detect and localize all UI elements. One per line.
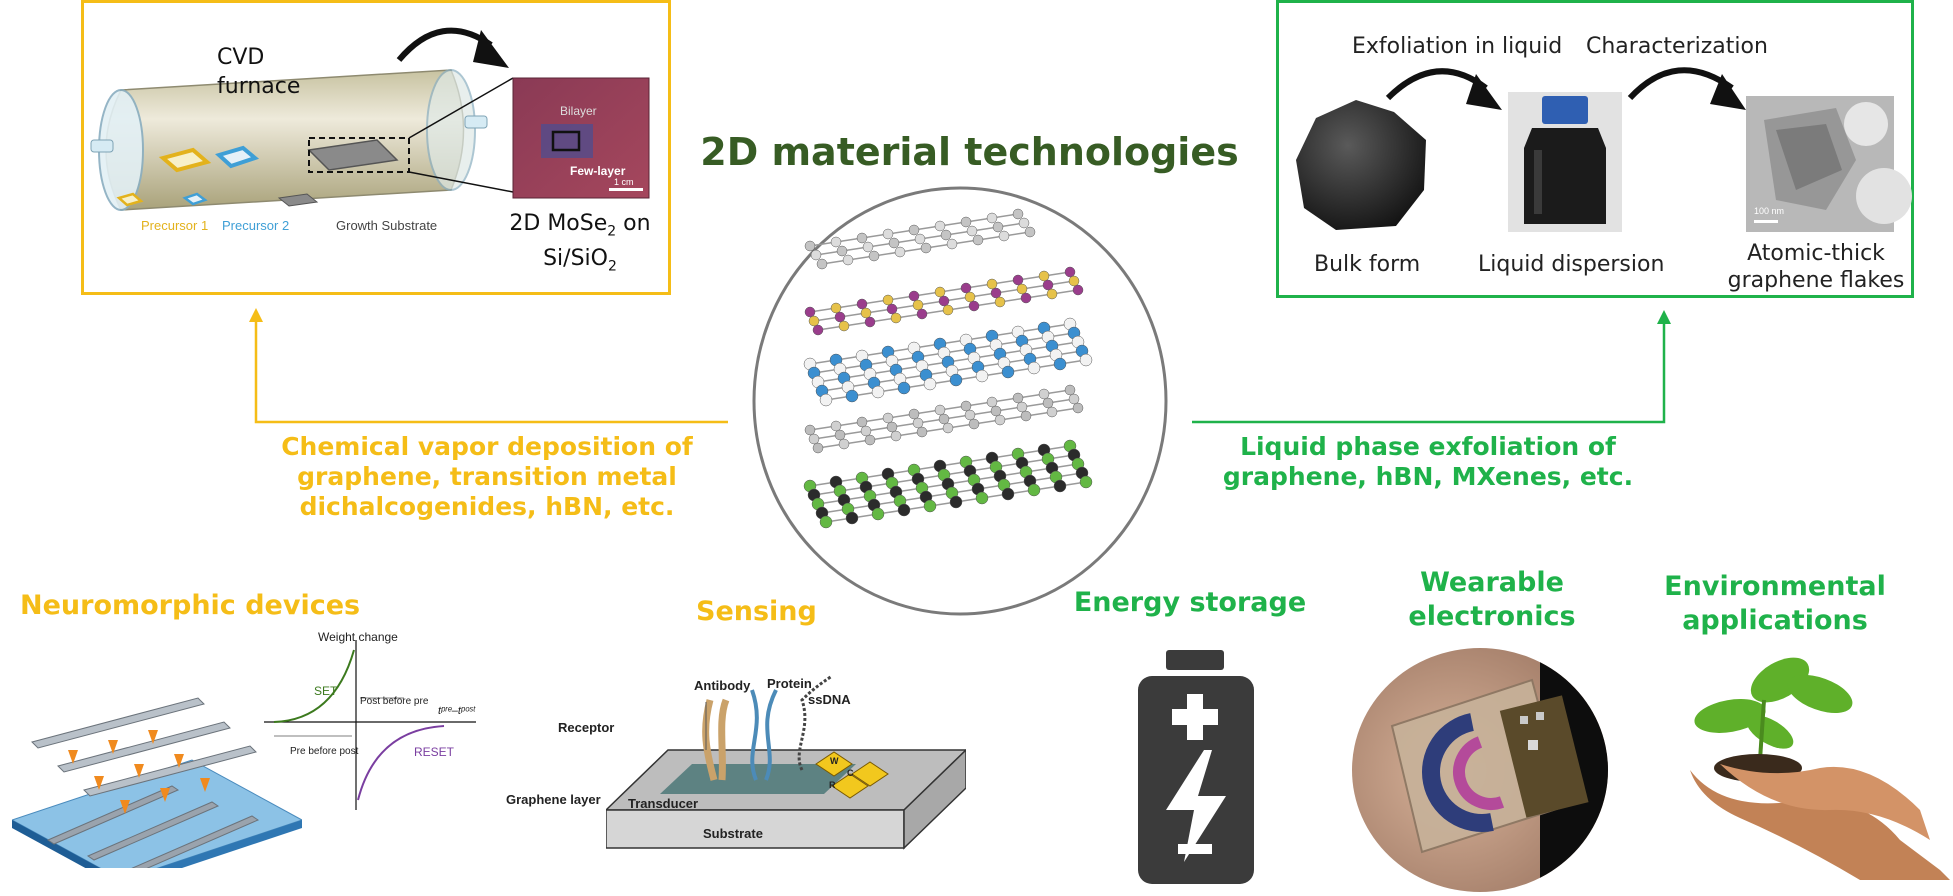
stdp-reset-label: RESET (414, 745, 455, 759)
sensing-protein-label: Protein (767, 676, 812, 691)
precursor-1-boat (158, 147, 212, 173)
mose2-sample-photo (512, 77, 650, 199)
lpe-connector-line (1192, 322, 1666, 424)
stdp-plot (264, 640, 476, 810)
battery-icon (1138, 650, 1254, 884)
cvd-panel-art (90, 27, 650, 211)
diagram-title-text: 2D material technologies (700, 130, 1239, 174)
mose2-sub: 2 (607, 223, 617, 240)
lpe-step-characterization-label: Characterization (1586, 34, 1768, 59)
tem-scale-label: 100 nm (1754, 206, 1785, 216)
tmd-layer (804, 266, 1084, 336)
sensing-chip-c-label: C (847, 768, 854, 778)
cvd-furnace-label-line2: furnace (217, 74, 301, 99)
diagram-title: 2D material technologies (0, 130, 1953, 174)
cvd-caption-line1: Chemical vapor deposition of (281, 432, 693, 461)
environmental-title-line1: Environmental (1664, 571, 1886, 602)
stdp-set-label: SET (314, 684, 338, 698)
liquid-dispersion-bottle (1508, 92, 1622, 232)
sensing-chip-w-label: W (830, 756, 839, 766)
biosensor-illustration (606, 674, 966, 850)
lpe-panel (1276, 0, 1914, 298)
sensing-graphene-layer-label: Graphene layer (506, 792, 601, 807)
lpe-caption: Liquid phase exfoliation of graphene, hB… (1218, 432, 1638, 492)
stdp-weight-change-label: Weight change (318, 630, 398, 644)
precursor-2-boat (215, 145, 260, 169)
atomic-layers (803, 208, 1093, 529)
mxene-layer (803, 439, 1093, 529)
wearable-device-photo (1352, 648, 1608, 892)
bulk-form-label: Bulk form (1314, 252, 1421, 277)
lpe-panel-art (1296, 67, 1912, 232)
graphite-bulk-rock (1296, 100, 1426, 230)
graphene-layer-top (804, 208, 1036, 270)
cvd-furnace-label: CVD furnace (217, 43, 300, 101)
lpe-caption-line2: graphene, hBN, MXenes, etc. (1222, 462, 1634, 491)
mose2-result-label: 2D MoSe2 on Si/SiO2 (490, 210, 670, 281)
cvd-panel (81, 0, 671, 295)
cvd-arrow-head (473, 30, 509, 68)
sensing-transducer-label: Transducer (628, 796, 699, 811)
environmental-title-line2: applications (1682, 605, 1868, 636)
cvd-caption: Chemical vapor deposition of graphene, t… (262, 432, 712, 522)
lpe-connector-arrowhead (1657, 310, 1671, 324)
cvd-furnace-label-line1: CVD (217, 45, 265, 70)
lpe-caption-line1: Liquid phase exfoliation of (1240, 432, 1616, 461)
graphene-flakes-label-line2: graphene flakes (1727, 268, 1905, 293)
sample-bilayer-label: Bilayer (560, 104, 597, 118)
mose2-suffix: on (616, 211, 651, 236)
precursor-1-legend-icon (116, 192, 144, 207)
graphene-flakes-label-line1: Atomic-thick (1747, 241, 1885, 266)
wearable-title-line2: electronics (1408, 601, 1576, 632)
precursor-2-label: Precursor 2 (222, 218, 290, 233)
stdp-axis-label: tᵖʳᵉ–tᵖᵒˢᵗ (438, 705, 476, 717)
liquid-dispersion-label: Liquid dispersion (1478, 252, 1665, 277)
growth-substrate-label: Growth Substrate (336, 218, 438, 233)
layered-2d-structure-illustration (752, 186, 1168, 616)
energy-storage-title: Energy storage (1073, 587, 1307, 618)
growth-substrate-legend-icon (277, 193, 319, 207)
sensing-antibody-label: Antibody (694, 678, 751, 693)
cvd-connector-line (254, 320, 728, 424)
growth-substrate-inside (307, 137, 410, 173)
sio2-prefix: Si/SiO (543, 246, 608, 272)
wearable-title-line1: Wearable (1420, 567, 1564, 598)
environmental-applications-title: Environmental applications (1640, 570, 1910, 638)
sample-fewlayer-label: Few-layer (570, 164, 626, 178)
lpe-step-exfoliation-label: Exfoliation in liquid (1352, 34, 1563, 59)
stdp-post-before-pre-label: Post before pre (360, 696, 429, 707)
graphene-layer-middle (804, 384, 1084, 454)
hbn-layer (803, 317, 1093, 407)
plant-in-hands-photo (1690, 657, 1950, 880)
sensing-title: Sensing (696, 596, 817, 627)
precursor-2-legend-icon (182, 192, 208, 206)
cvd-connector-arrowhead (249, 308, 263, 322)
graphene-flakes-label: Atomic-thick graphene flakes (1718, 240, 1914, 294)
tem-flakes-image (1746, 96, 1912, 232)
cvd-caption-line3: dichalcogenides, hBN, etc. (299, 492, 675, 521)
stdp-pre-before-post-label: Pre before post (290, 746, 359, 757)
precursor-1-label: Precursor 1 (141, 218, 209, 233)
cvd-caption-line2: graphene, transition metal (297, 462, 677, 491)
mose2-prefix: 2D MoSe (509, 211, 608, 236)
zoom-line-top (408, 77, 514, 139)
sio2-sub: 2 (607, 258, 617, 275)
cvd-furnace-tube (90, 69, 488, 211)
wearable-electronics-title: Wearable electronics (1374, 566, 1610, 634)
sensing-substrate-label: Substrate (703, 826, 763, 841)
sensing-chip-r-label: R (829, 780, 836, 790)
sensing-receptor-label: Receptor (558, 720, 615, 735)
sensing-ssdna-label: ssDNA (808, 692, 851, 707)
sample-scale-label: 1 cm (614, 177, 634, 187)
zoom-line-bottom (408, 171, 514, 193)
neuromorphic-crossbar-illustration (12, 697, 302, 868)
lpe-arrow-1-head (1466, 74, 1502, 110)
neuromorphic-devices-title: Neuromorphic devices (20, 590, 361, 621)
lpe-arrow-2-head (1710, 74, 1746, 110)
